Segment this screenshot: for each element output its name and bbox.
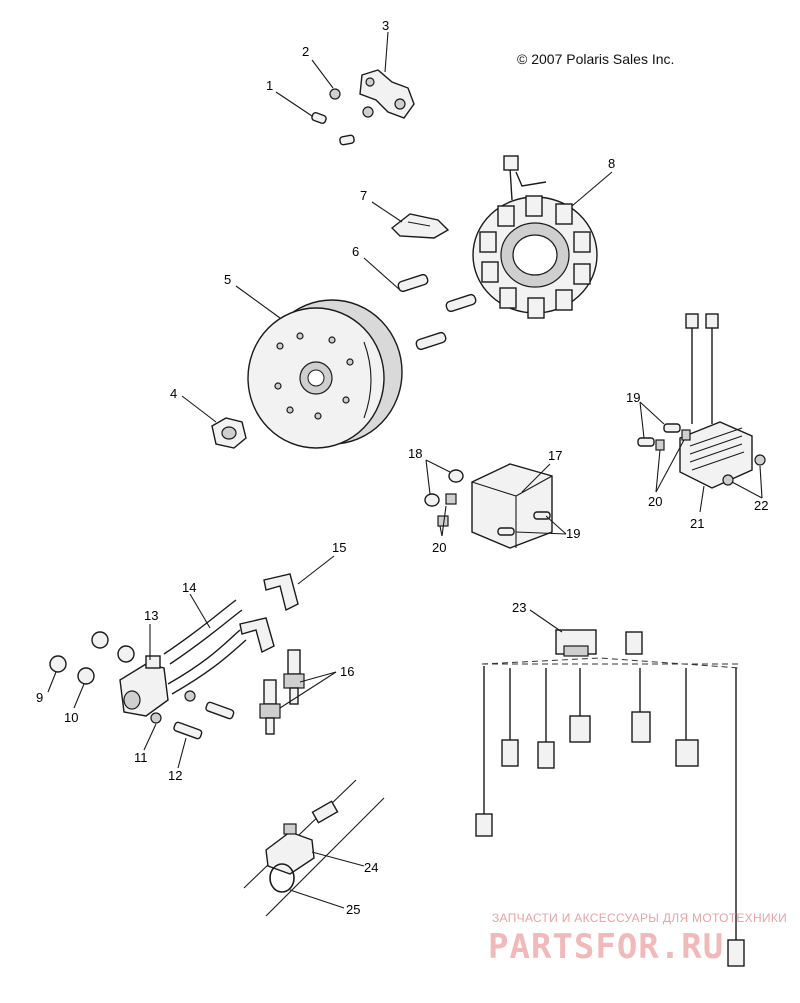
callout-16: 16	[340, 664, 354, 679]
voltage-regulator	[637, 313, 766, 489]
callout-10: 10	[64, 710, 78, 725]
watermark-brand: PARTSFOR.RU	[488, 927, 724, 967]
sensor-and-clamp	[243, 779, 385, 917]
callout-15: 15	[332, 540, 346, 555]
watermark-tagline: ЗАПЧАСТИ И АКСЕССУАРЫ ДЛЯ МОТОТЕХНИКИ	[492, 911, 787, 925]
callout-13: 13	[144, 608, 158, 623]
callout-23: 23	[512, 600, 526, 615]
callout-20-cdi: 20	[432, 540, 446, 555]
copyright-text: © 2007 Polaris Sales Inc.	[517, 51, 674, 67]
ignition-coil	[49, 631, 235, 740]
callout-14: 14	[182, 580, 196, 595]
callout-2: 2	[302, 44, 309, 59]
callout-11: 11	[134, 750, 148, 765]
flywheel	[247, 299, 403, 449]
callout-4: 4	[170, 386, 177, 401]
wire-harness	[475, 629, 745, 967]
callout-7: 7	[360, 188, 367, 203]
callout-19-cdi: 19	[566, 526, 580, 541]
callout-19-reg: 19	[626, 390, 640, 405]
flywheel-nut	[211, 417, 247, 449]
callout-17: 17	[548, 448, 562, 463]
callout-18: 18	[408, 446, 422, 461]
callout-20-reg: 20	[648, 494, 662, 509]
callout-8: 8	[608, 156, 615, 171]
wire-clip	[390, 213, 450, 239]
ht-leads	[163, 599, 247, 695]
stator-bolts	[397, 273, 477, 351]
bracket-assembly	[311, 69, 415, 146]
callout-5: 5	[224, 272, 231, 287]
callout-21: 21	[690, 516, 704, 531]
callout-24: 24	[364, 860, 378, 875]
callout-6: 6	[352, 244, 359, 259]
callout-1: 1	[266, 78, 273, 93]
callout-22: 22	[754, 498, 768, 513]
callout-12: 12	[168, 768, 182, 783]
spark-plug-caps	[239, 573, 299, 654]
callout-9: 9	[36, 690, 43, 705]
stator	[472, 155, 598, 319]
spark-plugs	[259, 649, 305, 735]
cdi-box	[424, 463, 553, 549]
callout-25: 25	[346, 902, 360, 917]
callout-3: 3	[382, 18, 389, 33]
